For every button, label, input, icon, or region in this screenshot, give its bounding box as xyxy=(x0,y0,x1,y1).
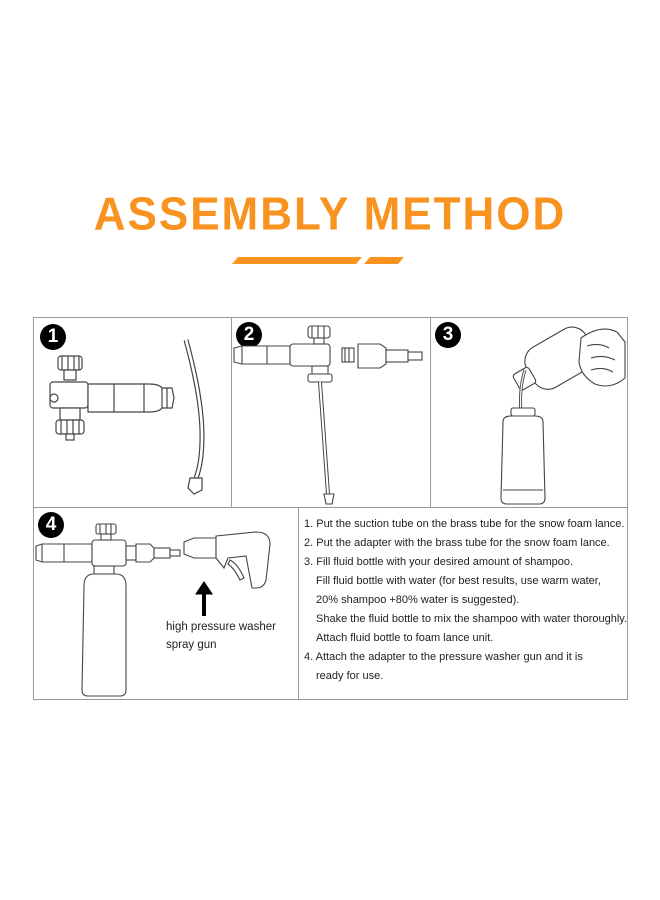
step-3-panel: 3 xyxy=(430,317,628,508)
step-4-panel: 4 high pressure washer xyxy=(33,507,299,700)
instruction-4: 4. Attach the adapter to the pressure wa… xyxy=(304,651,583,663)
instruction-3-detail-1: Fill fluid bottle with water (for best r… xyxy=(316,575,601,587)
step-1-panel: 1 xyxy=(33,317,232,508)
page-title: ASSEMBLY METHOD xyxy=(93,188,567,241)
spray-gun-caption-line-1: high pressure washer xyxy=(166,621,276,633)
instruction-3: 3. Fill fluid bottle with your desired a… xyxy=(304,556,574,568)
instructions-list: 1. Put the suction tube on the brass tub… xyxy=(304,515,634,686)
instruction-1: 1. Put the suction tube on the brass tub… xyxy=(304,518,625,530)
step-2-badge: 2 xyxy=(236,322,262,348)
instruction-2: 2. Put the adapter with the brass tube f… xyxy=(304,537,610,549)
title-underline xyxy=(232,257,404,264)
step-4-badge: 4 xyxy=(38,512,64,538)
instructions-panel xyxy=(298,507,628,700)
lance-with-adapter-illustration xyxy=(233,325,423,505)
spray-gun-caption: high pressure washer spray gun xyxy=(166,618,276,654)
step-2-panel: 2 xyxy=(231,317,431,508)
instruction-3-detail-3: Shake the fluid bottle to mix the shampo… xyxy=(316,613,628,625)
step-3-badge: 3 xyxy=(435,322,461,348)
pour-shampoo-illustration xyxy=(500,326,626,505)
foam-lance-illustration xyxy=(49,339,205,495)
instruction-4-detail: ready for use. xyxy=(316,670,384,682)
spray-gun-caption-line-2: spray gun xyxy=(166,639,217,651)
instruction-3-detail-4: Attach fluid bottle to foam lance unit. xyxy=(316,632,494,644)
instruction-3-detail-2: 20% shampoo +80% water is suggested). xyxy=(316,594,520,606)
assembled-lance-and-gun-illustration xyxy=(35,523,271,697)
step-1-badge: 1 xyxy=(40,324,66,350)
